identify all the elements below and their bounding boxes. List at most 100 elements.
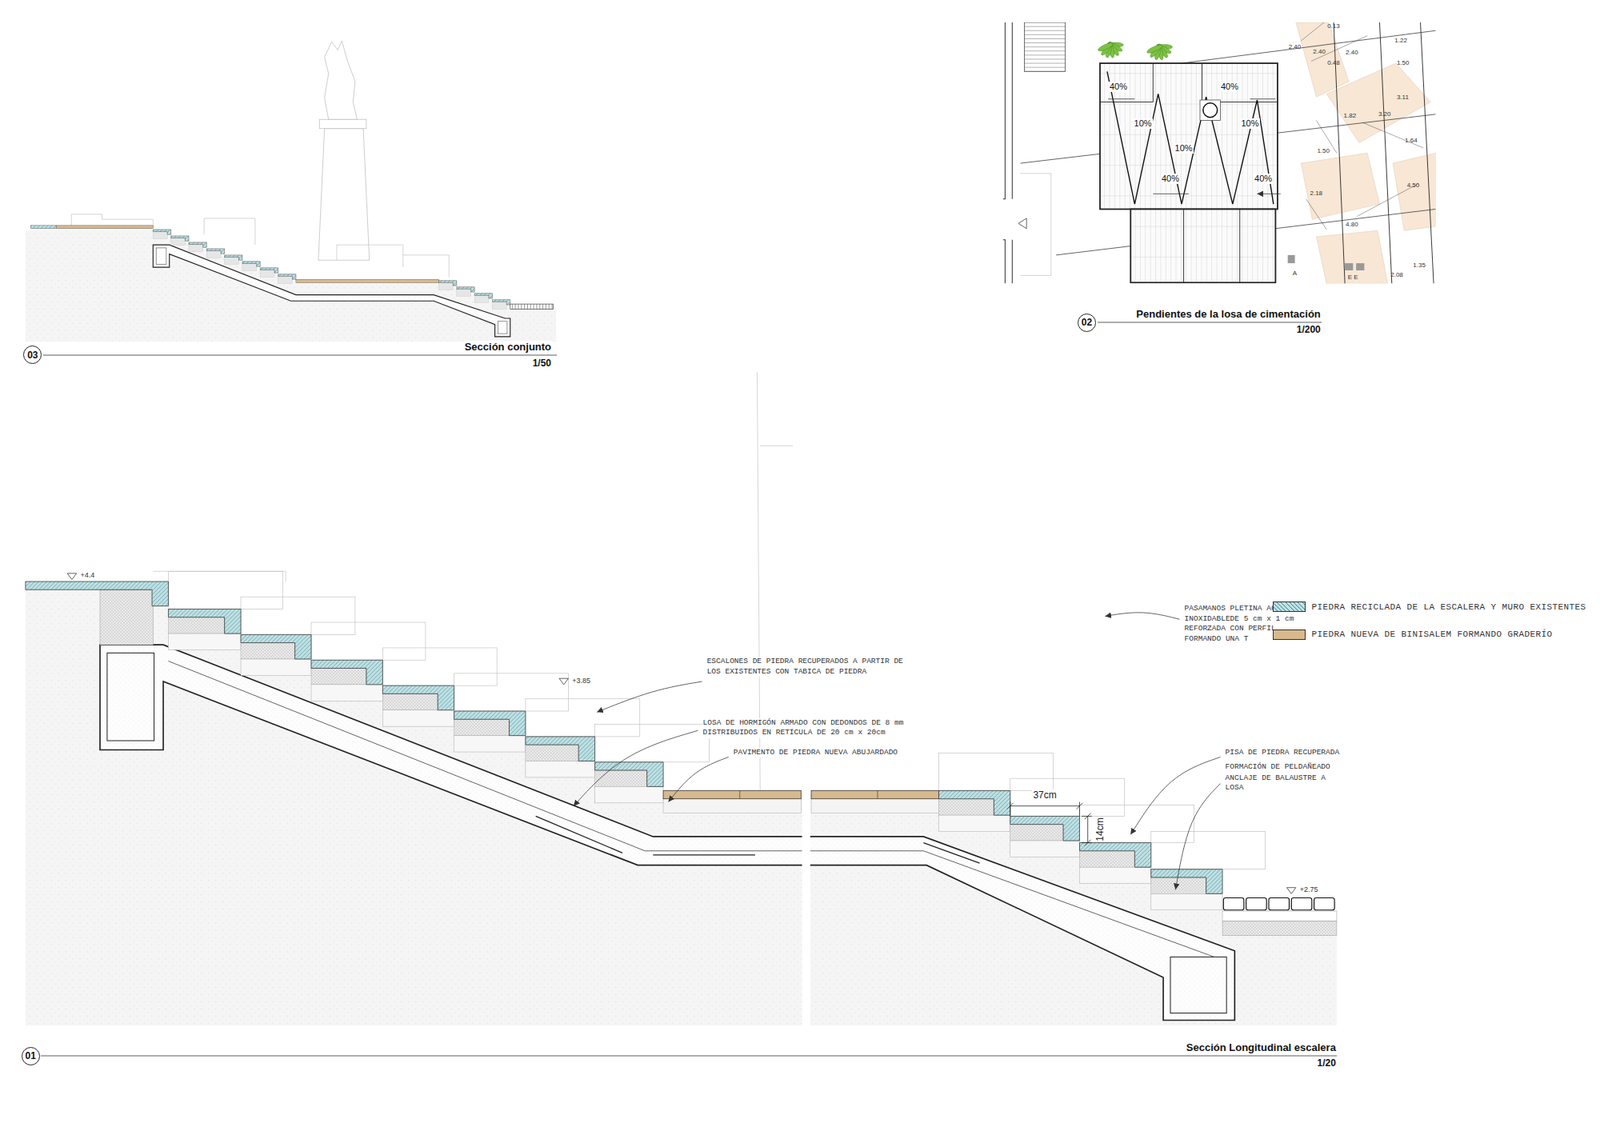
step-body <box>438 282 453 290</box>
paving-strip <box>510 304 554 309</box>
step-body <box>240 659 312 676</box>
paving-block <box>1268 897 1290 910</box>
step-body <box>260 269 275 277</box>
drawing-title: Sección conjunto <box>464 340 552 354</box>
plan-dimension: 1.50 <box>1396 59 1411 68</box>
legend-row: PIEDRA NUEVA DE BINISALEM FORMANDO GRADE… <box>1272 629 1553 640</box>
new-stone <box>56 225 153 229</box>
annotation-note: PAVIMENTO DE PIEDRA NUEVA ABUJARDADO <box>732 748 899 759</box>
slope-label: 10% <box>1174 143 1194 154</box>
legend-swatch <box>1272 601 1306 612</box>
balustrade-outline <box>938 752 1053 791</box>
slope-ridge <box>1107 71 1274 204</box>
rebar-lap <box>536 816 980 864</box>
leader-line <box>668 756 728 802</box>
level-triangle <box>67 573 76 580</box>
break-gap <box>802 770 811 1031</box>
balustrade-outline <box>454 673 569 712</box>
tree-leaf <box>1096 41 1114 53</box>
step-body <box>595 786 664 803</box>
concrete-slab <box>152 244 510 337</box>
background-outline <box>1020 173 1052 276</box>
recycled-stone-step <box>240 634 312 660</box>
legend-text: PIEDRA NUEVA DE BINISALEM FORMANDO GRADE… <box>1312 629 1553 640</box>
tree-leaf <box>1146 43 1164 55</box>
beam-rebar <box>1170 956 1227 1013</box>
step-mortar <box>1151 877 1207 894</box>
step-cap <box>474 293 492 299</box>
dimension-label: 14cm <box>1094 816 1106 842</box>
level-triangle <box>1286 888 1296 895</box>
slab-outline <box>1130 208 1276 283</box>
beam-core <box>497 321 507 334</box>
step-body <box>1079 867 1151 884</box>
balustrade-outline <box>525 699 640 737</box>
dimension-label: 37cm <box>1032 789 1057 801</box>
step-body <box>382 710 454 727</box>
plan-dimension: 4.50 <box>1406 181 1421 190</box>
title-rule <box>40 322 1337 1056</box>
longitudinal-section <box>25 372 1337 1032</box>
callout-number: 02 <box>1077 313 1096 332</box>
plan-dimension: 1.50 <box>1316 147 1331 156</box>
slope-arrow <box>1108 99 1281 195</box>
statue-cornice <box>319 119 367 128</box>
step-body <box>152 232 168 240</box>
paving-area <box>1296 22 1349 97</box>
paving-area <box>1326 63 1431 143</box>
step-cap <box>171 236 189 241</box>
ground-fill <box>25 230 556 342</box>
drawing-sheet <box>25 20 1436 1032</box>
slope-label: 40% <box>1108 81 1128 92</box>
step-body <box>492 301 507 309</box>
annotation-note: LOSA DE HORMIGÓN ARMADO CON DEDONDOS DE … <box>702 718 911 739</box>
balustrade-outline <box>1151 832 1266 870</box>
paving-block <box>1246 897 1268 910</box>
plan-dimension: 0.13 <box>1326 22 1341 31</box>
statue-figure <box>324 40 358 120</box>
paving-bed <box>663 799 801 814</box>
plan-dimension: 2.40 <box>1312 48 1327 56</box>
balustrade-outline <box>382 648 497 686</box>
building-wall <box>1003 22 1012 284</box>
recycled-stone-step <box>525 736 596 762</box>
paving-bed <box>1222 921 1337 936</box>
new-stone <box>296 279 440 283</box>
step-body <box>100 589 153 645</box>
balustrade-outline <box>595 724 710 763</box>
step-body <box>171 238 186 246</box>
balustrade-outline <box>1079 804 1194 843</box>
drawing-title: Sección Longitudinal escalera <box>1185 1041 1337 1055</box>
step-cap <box>278 274 296 280</box>
legend-row: PIEDRA RECICLADA DE LA ESCALERA Y MURO E… <box>1272 601 1587 612</box>
recycled-stone-step <box>311 660 383 685</box>
recycled-stone-step <box>938 791 1010 816</box>
scale-label: 1/20 <box>1316 1057 1337 1070</box>
plan-dimension: 1.22 <box>1393 36 1408 45</box>
plan-dimension: 2.40 <box>1288 43 1303 52</box>
title-rules <box>40 322 1337 1056</box>
step-body <box>938 815 1010 832</box>
paving-area <box>1300 152 1380 220</box>
step-body <box>1010 840 1080 857</box>
step-mortar <box>595 770 648 787</box>
callout-number: 03 <box>23 345 42 364</box>
annotation-note: PISA DE PIEDRA RECUPERADA <box>1224 748 1341 759</box>
balustrade-outline <box>152 571 286 582</box>
balustrade-outline <box>311 622 426 660</box>
existing-stair <box>1024 22 1066 72</box>
beam-core <box>156 248 167 264</box>
annotation-note: ANCLAJE DE BALAUSTRE A LOSA <box>1224 773 1331 794</box>
drain-box <box>1200 100 1221 121</box>
step-mortar <box>168 617 224 634</box>
step-cap <box>242 261 260 267</box>
recycled-stone-step <box>454 711 526 736</box>
step-body <box>1151 893 1223 910</box>
paving-bed <box>811 799 939 814</box>
new-stone-paving <box>811 791 939 800</box>
step-body <box>454 736 526 752</box>
drawing-title: Pendientes de la losa de cimentación <box>1135 308 1321 321</box>
